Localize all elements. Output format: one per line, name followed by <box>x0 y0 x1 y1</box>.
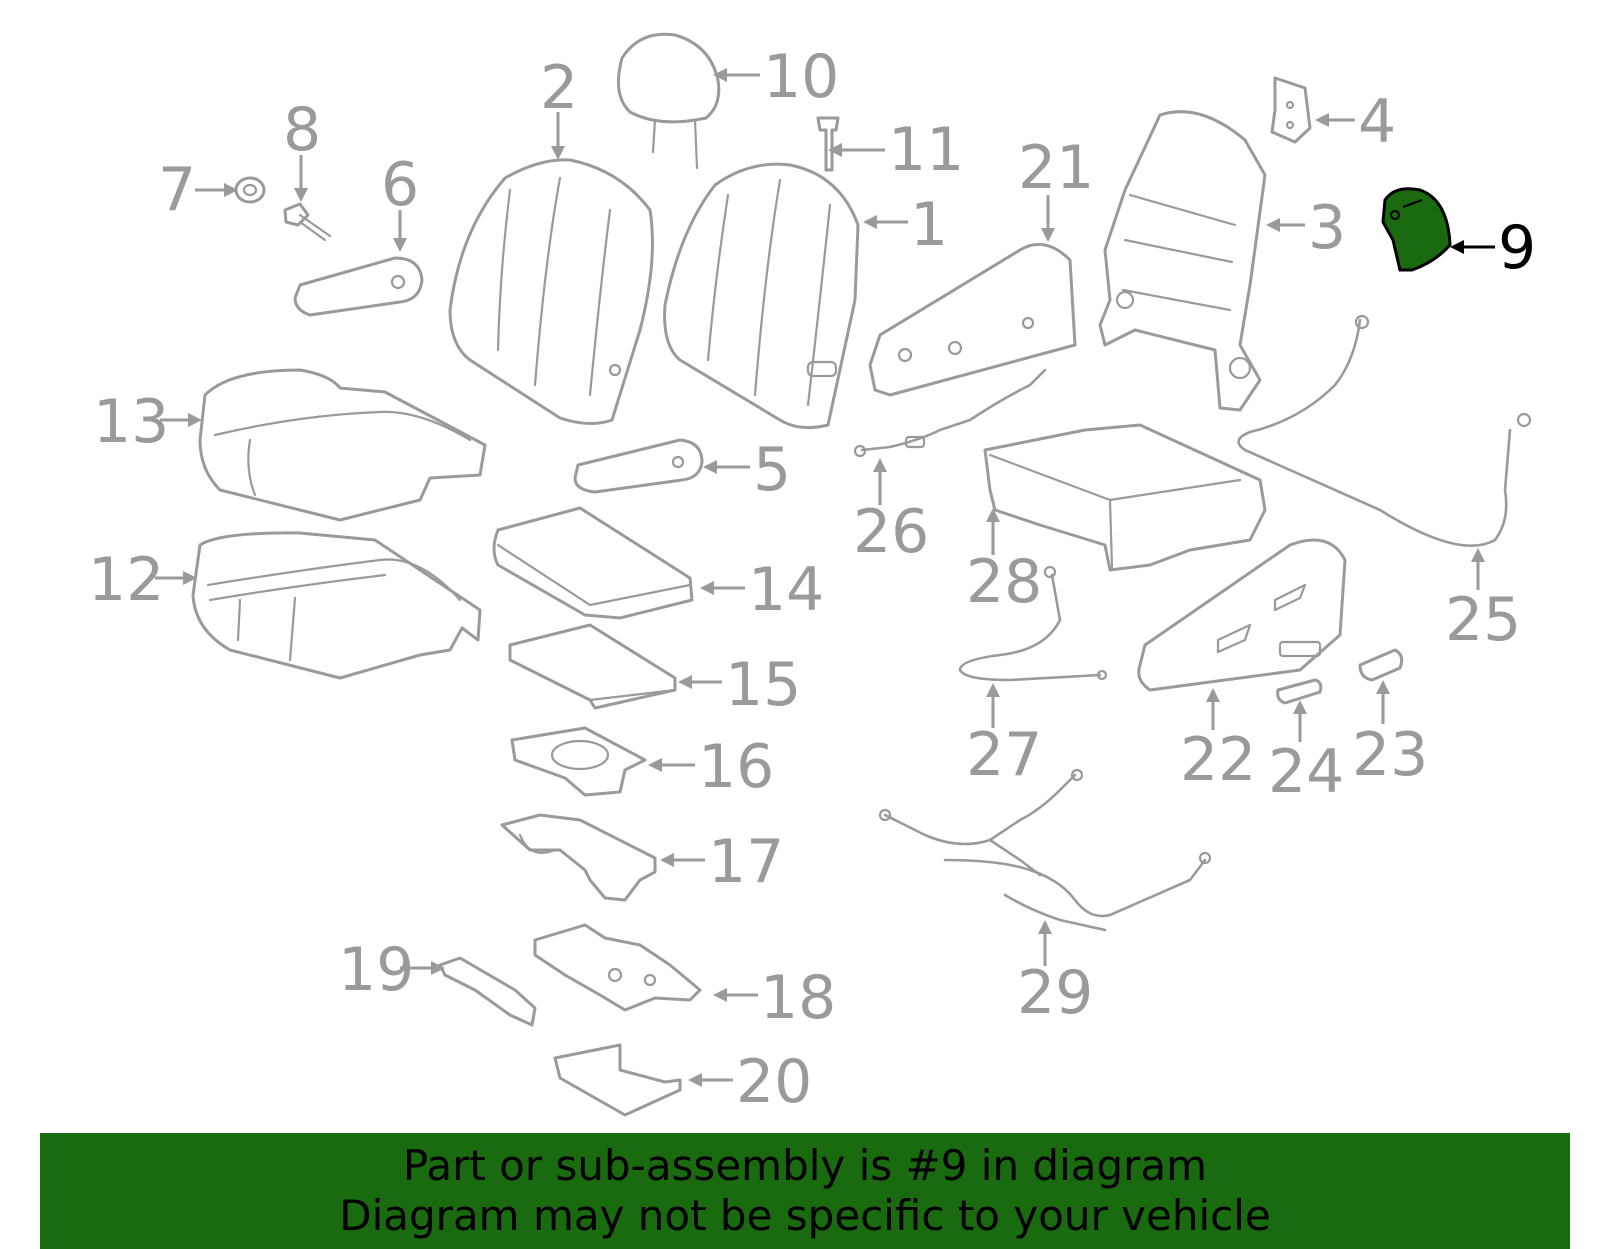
callout-9: 9 <box>1498 213 1536 283</box>
part-8-bolt <box>283 202 332 242</box>
callout-13: 13 <box>93 387 169 457</box>
callout-5: 5 <box>753 435 791 505</box>
banner-line-2: Diagram may not be specific to your vehi… <box>339 1191 1271 1240</box>
callout-17: 17 <box>708 827 784 897</box>
callout-25: 25 <box>1445 585 1521 655</box>
callout-24: 24 <box>1268 737 1344 807</box>
part-22-side-cover <box>1137 538 1347 692</box>
part-19-bracket <box>438 956 537 1027</box>
callout-3: 3 <box>1308 193 1346 263</box>
callout-2: 2 <box>540 53 578 123</box>
callout-16: 16 <box>698 732 774 802</box>
part-17-frame <box>500 813 657 902</box>
part-21-side-panel <box>868 242 1077 397</box>
part-4-bracket <box>1270 76 1312 144</box>
part-15-panel <box>508 623 677 710</box>
banner-line-1: Part or sub-assembly is #9 in diagram <box>402 1141 1208 1190</box>
part-1-seatback-pad <box>663 162 860 430</box>
part-3-seatback-frame <box>1098 110 1267 412</box>
callout-23: 23 <box>1352 720 1428 790</box>
part-10-headrest <box>616 32 721 170</box>
part-6-armrest <box>293 256 424 317</box>
callout-22: 22 <box>1180 725 1256 795</box>
part-24-knob <box>1276 678 1323 705</box>
callout-4: 4 <box>1358 87 1396 157</box>
part-7-washer <box>234 176 266 204</box>
callout-28: 28 <box>966 547 1042 617</box>
part-29-harness <box>878 768 1212 932</box>
info-banner: Part or sub-assembly is #9 in diagram Di… <box>40 1133 1570 1249</box>
part-27-cable <box>958 565 1108 682</box>
part-20-cover <box>553 1043 682 1117</box>
part-11-guide <box>816 116 840 172</box>
part-5-armrest <box>573 438 704 494</box>
callout-1: 1 <box>910 190 948 260</box>
callout-20: 20 <box>736 1047 812 1117</box>
part-23-knob <box>1358 648 1404 682</box>
callout-29: 29 <box>1017 958 1093 1028</box>
part-26-cable <box>853 368 1047 458</box>
part-18-mechanism <box>533 923 702 1012</box>
callout-11: 11 <box>888 115 964 185</box>
callout-26: 26 <box>853 497 929 567</box>
part-13-cushion-cover <box>198 368 487 522</box>
callout-12: 12 <box>88 545 164 615</box>
callout-27: 27 <box>966 720 1042 790</box>
part-28-seat-track <box>983 423 1267 572</box>
callout-6: 6 <box>381 150 419 220</box>
callout-arrows <box>155 68 1495 1087</box>
callout-18: 18 <box>760 963 836 1033</box>
callout-labels: 1 2 3 4 5 6 7 8 9 10 11 12 13 14 15 16 1… <box>88 42 1536 1117</box>
part-9-cover <box>1381 187 1452 272</box>
callout-10: 10 <box>763 42 839 112</box>
callout-8: 8 <box>283 95 321 165</box>
callout-19: 19 <box>338 935 414 1005</box>
callout-7: 7 <box>158 155 196 225</box>
part-25-cable <box>1237 314 1532 547</box>
part-16-bracket <box>510 726 647 797</box>
part-14-cushion <box>492 506 694 620</box>
callout-21: 21 <box>1018 133 1094 203</box>
callout-14: 14 <box>748 555 824 625</box>
callout-15: 15 <box>725 650 801 720</box>
part-12-cushion-pad <box>191 531 482 680</box>
part-2-seatback-cover <box>448 158 654 425</box>
